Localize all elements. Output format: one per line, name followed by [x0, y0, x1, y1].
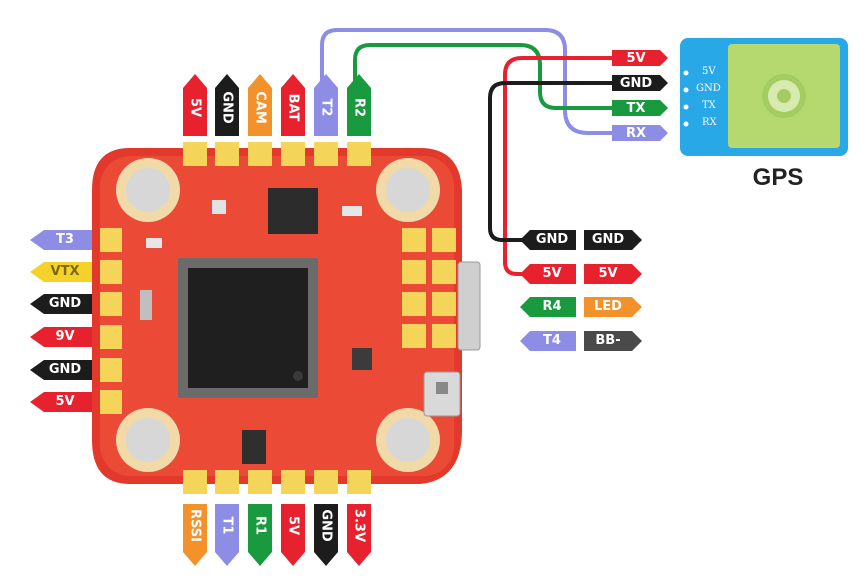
right-outer-label-3: LED — [594, 299, 622, 314]
left-label-6: 5V — [55, 394, 75, 409]
bottom-pad-labels — [183, 504, 371, 566]
mcu-chip — [178, 258, 318, 398]
usb-connector — [457, 261, 481, 351]
gps-tag-rx: RX — [625, 126, 647, 141]
top-label-2: GND — [219, 91, 235, 124]
right-outer-label-1: GND — [591, 232, 625, 247]
top-label-3: CAM — [252, 91, 268, 124]
top-label-6: R2 — [351, 97, 367, 118]
gps-tag-5v: 5V — [626, 51, 646, 66]
gps-title: GPS — [752, 164, 804, 191]
top-label-1: 5V — [187, 97, 203, 118]
gps-pin-5v: 5V — [702, 66, 716, 77]
left-label-3: GND — [48, 296, 82, 311]
gps-wires — [320, 28, 614, 276]
left-label-1: T3 — [56, 232, 74, 247]
top-label-4: BAT — [285, 93, 301, 122]
right-pad-labels — [520, 230, 642, 351]
left-label-5: GND — [48, 362, 82, 377]
mounting-holes — [116, 158, 440, 472]
wire-5v-gps — [503, 56, 614, 276]
right-inner-label-4: T4 — [543, 333, 561, 348]
gps-module — [680, 38, 848, 156]
flight-controller-board — [92, 142, 481, 494]
bottom-label-2: T1 — [219, 516, 235, 535]
gps-pin-rx: RX — [702, 117, 717, 128]
bottom-label-3: R1 — [252, 515, 268, 536]
top-label-5: T2 — [318, 98, 334, 117]
left-label-2: VTX — [50, 264, 80, 279]
right-outer-label-4: BB- — [595, 333, 621, 348]
bottom-label-6: 3.3V — [351, 508, 367, 543]
left-pad-labels — [30, 230, 92, 412]
wire-t2-to-gps-rx — [320, 28, 614, 135]
right-outer-label-2: 5V — [598, 266, 618, 281]
right-inner-label-3: R4 — [542, 299, 562, 314]
top-pad-labels — [183, 74, 371, 136]
bottom-label-4: 5V — [285, 515, 301, 536]
wire-r2-to-gps-tx — [353, 43, 614, 110]
gps-pin-tx: TX — [702, 100, 716, 111]
right-inner-label-2: 5V — [542, 266, 562, 281]
gps-wire-tags — [612, 50, 668, 141]
bottom-label-1: RSSI — [187, 509, 203, 542]
left-label-4: 9V — [55, 329, 75, 344]
gps-tag-gnd: GND — [619, 76, 653, 91]
gps-tag-tx: TX — [626, 101, 646, 116]
bottom-label-5: GND — [318, 509, 334, 542]
right-inner-label-1: GND — [535, 232, 569, 247]
wire-gnd-gps — [488, 81, 614, 242]
gps-pin-gnd: GND — [696, 83, 721, 94]
